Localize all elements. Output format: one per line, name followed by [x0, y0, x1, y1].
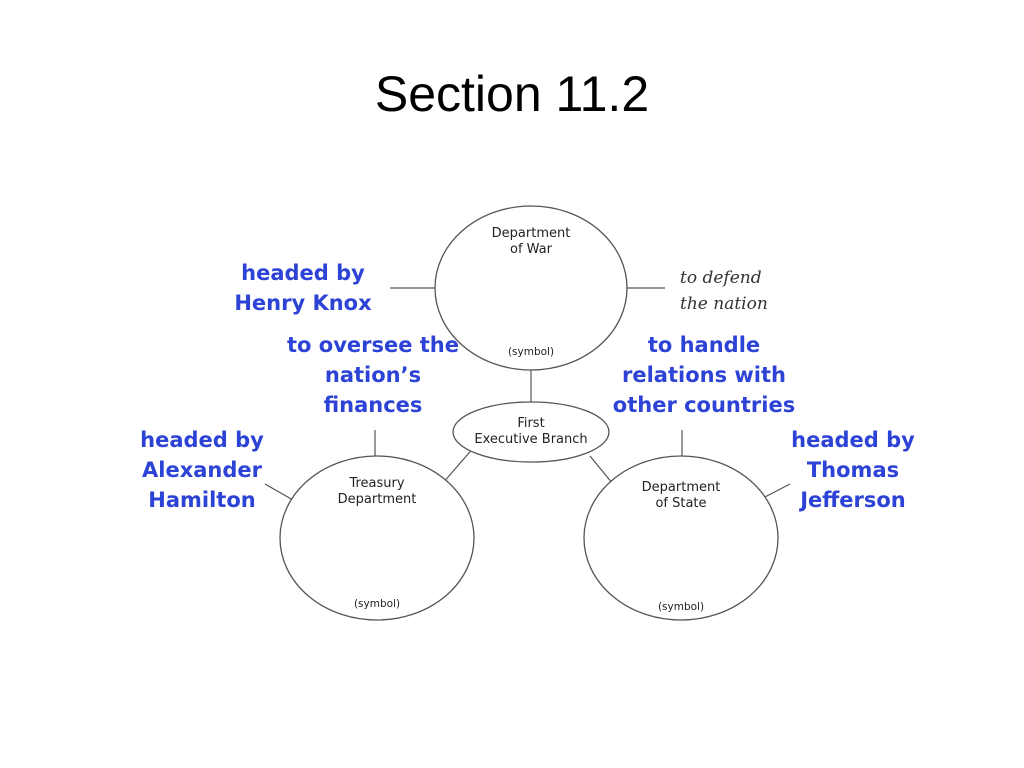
state-head-line2: Thomas	[806, 458, 900, 482]
war-purpose-line1: to defend	[680, 268, 762, 288]
treasury-head-line3: Hamilton	[148, 488, 256, 512]
war-circle	[434, 205, 628, 371]
state-purpose-line2: relations with	[622, 363, 786, 387]
treasury-head-line1: headed by	[140, 428, 264, 452]
center-label-line2: Executive Branch	[474, 432, 588, 447]
treasury-head-line2: Alexander	[142, 458, 262, 482]
connector-state-center	[589, 455, 614, 485]
treasury-circle	[279, 455, 475, 621]
state-purpose-note: to handle relations with other countries	[606, 330, 802, 420]
treasury-label-line1: Treasury	[349, 476, 405, 491]
state-head-note: headed by Thomas Jefferson	[784, 425, 922, 515]
executive-branch-diagram: Department of War (symbol) First Executi…	[135, 188, 895, 638]
treasury-purpose-line3: finances	[323, 393, 423, 417]
war-head-line1: headed by	[241, 261, 365, 285]
diagram-lines	[264, 205, 791, 621]
state-circle	[583, 455, 779, 621]
war-head-line2: Henry Knox	[234, 291, 372, 315]
connector-state-head	[762, 483, 791, 499]
state-head-line1: headed by	[791, 428, 915, 452]
state-label-line1: Department	[641, 480, 721, 495]
war-purpose: to defend the nation	[680, 265, 768, 317]
state-label: Department of State	[611, 480, 751, 512]
war-label-line1: Department	[491, 226, 571, 241]
slide-title: Section 11.2	[374, 66, 650, 122]
treasury-purpose-note: to oversee the nation’s finances	[280, 330, 466, 420]
treasury-purpose-line1: to oversee the	[286, 333, 460, 357]
treasury-head-note: headed by Alexander Hamilton	[134, 425, 270, 515]
state-purpose-line3: other countries	[612, 393, 796, 417]
war-head-note: headed by Henry Knox	[228, 258, 378, 318]
war-purpose-line2: the nation	[680, 294, 768, 314]
war-label-line2: of War	[510, 242, 552, 257]
center-label: First Executive Branch	[455, 416, 607, 448]
state-label-line2: of State	[655, 496, 707, 511]
state-purpose-line1: to handle	[647, 333, 761, 357]
war-symbol: (symbol)	[507, 346, 555, 358]
connector-treasury-center	[441, 445, 476, 485]
treasury-label-line2: Department	[337, 492, 417, 507]
center-label-line1: First	[517, 416, 545, 431]
state-symbol: (symbol)	[657, 601, 705, 613]
war-label: Department of War	[461, 226, 601, 258]
treasury-label: Treasury Department	[307, 476, 447, 508]
state-head-line3: Jefferson	[800, 488, 906, 512]
connector-treasury-head	[264, 483, 294, 501]
treasury-symbol: (symbol)	[353, 598, 401, 610]
treasury-purpose-line2: nation’s	[324, 363, 422, 387]
center-ellipse	[452, 401, 610, 463]
